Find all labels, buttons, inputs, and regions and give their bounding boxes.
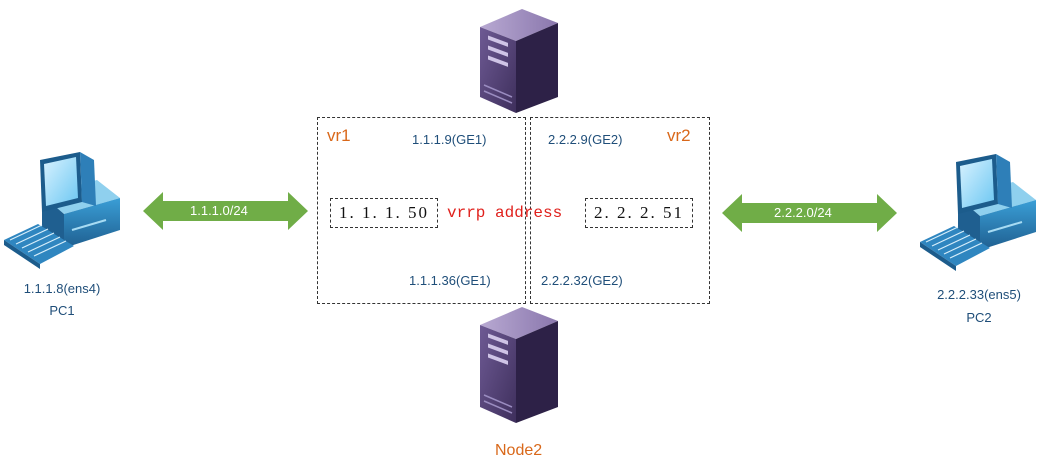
right-link-arrow	[722, 194, 897, 232]
pc2-ip: 2.2.2.33(ens5)	[937, 287, 1021, 302]
vr2-ge-bottom: 2.2.2.32(GE2)	[541, 273, 623, 288]
pc1-ip: 1.1.1.8(ens4)	[23, 281, 101, 296]
vr1-ge-bottom: 1.1.1.36(GE1)	[409, 273, 491, 288]
pc2-computer-icon	[918, 152, 1038, 277]
server-bottom-icon	[470, 303, 565, 428]
left-link-arrow	[143, 192, 308, 230]
vr2-box	[530, 117, 710, 304]
pc1-name: PC1	[49, 303, 75, 318]
pc2-name: PC2	[966, 310, 992, 325]
vr2-ge-top: 2.2.2.9(GE2)	[548, 132, 623, 147]
node2-label: Node2	[495, 442, 543, 459]
server-top-icon	[470, 5, 565, 117]
vr1-virtual-ip: 1. 1. 1. 50	[330, 198, 438, 228]
pc1-computer-icon	[2, 150, 122, 275]
vr2-virtual-ip: 2. 2. 2. 51	[585, 198, 693, 228]
vr1-label: vr1	[327, 126, 351, 145]
vr1-box	[317, 117, 526, 304]
vr1-ge-top: 1.1.1.9(GE1)	[412, 132, 487, 147]
left-link-label: 1.1.1.0/24	[190, 203, 248, 218]
vr2-label: vr2	[667, 126, 691, 145]
right-link-label: 2.2.2.0/24	[774, 205, 832, 220]
vrrp-address-label: vrrp address	[447, 204, 563, 222]
